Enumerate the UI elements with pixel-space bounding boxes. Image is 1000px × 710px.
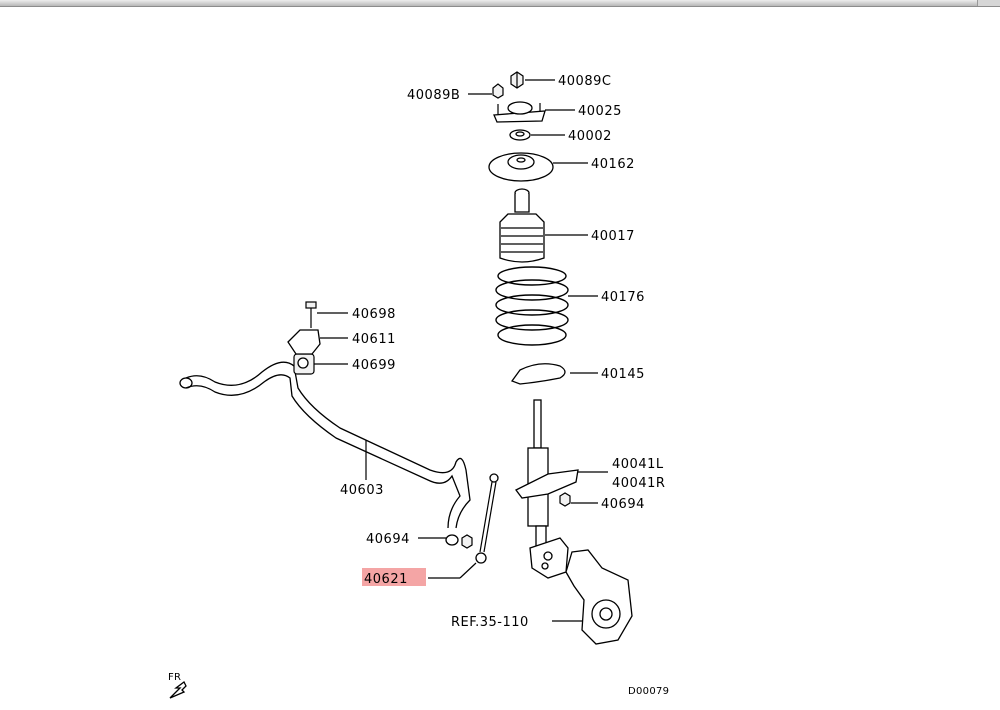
spring-pad-40145-shape bbox=[510, 363, 566, 385]
label-40041l[interactable]: 40041L bbox=[612, 457, 664, 472]
knuckle-ref-shape bbox=[565, 549, 633, 645]
bolt-40698-shape bbox=[305, 301, 317, 328]
bearing-40002-shape bbox=[509, 129, 531, 141]
label-40176[interactable]: 40176 bbox=[601, 290, 645, 305]
diagram-code: D00079 bbox=[628, 686, 669, 697]
coil-spring-40176-shape bbox=[495, 266, 569, 346]
leader-lines bbox=[314, 79, 608, 622]
nut-40089c-shape bbox=[510, 71, 524, 89]
front-direction-arrow-icon bbox=[169, 681, 187, 699]
label-40089b[interactable]: 40089B bbox=[407, 88, 460, 103]
stabilizer-bar-40603-shape bbox=[179, 361, 471, 546]
label-40603[interactable]: 40603 bbox=[340, 483, 384, 498]
label-40025[interactable]: 40025 bbox=[578, 104, 622, 119]
window-title-bar bbox=[0, 0, 1000, 7]
highlight-40621 bbox=[362, 568, 426, 586]
label-40694-link[interactable]: 40694 bbox=[366, 532, 410, 547]
label-40017[interactable]: 40017 bbox=[591, 229, 635, 244]
label-40694-strut[interactable]: 40694 bbox=[601, 497, 645, 512]
label-40002[interactable]: 40002 bbox=[568, 129, 612, 144]
label-40699[interactable]: 40699 bbox=[352, 358, 396, 373]
label-40698[interactable]: 40698 bbox=[352, 307, 396, 322]
spring-seat-40162-shape bbox=[488, 152, 554, 182]
label-ref-35-110[interactable]: REF.35-110 bbox=[451, 615, 529, 630]
label-40621[interactable]: 40621 bbox=[364, 572, 408, 587]
label-40162[interactable]: 40162 bbox=[591, 157, 635, 172]
scrollbar-corner[interactable] bbox=[977, 0, 1000, 6]
bracket-40611-shape bbox=[287, 329, 321, 355]
dust-boot-40017-shape bbox=[499, 188, 545, 263]
bushing-40699-shape bbox=[293, 353, 315, 375]
label-40041r[interactable]: 40041R bbox=[612, 476, 665, 491]
stabilizer-link-40621-shape bbox=[461, 473, 499, 564]
label-40611[interactable]: 40611 bbox=[352, 332, 396, 347]
label-40145[interactable]: 40145 bbox=[601, 367, 645, 382]
upper-mount-40025-shape bbox=[493, 101, 546, 123]
strut-body-shape bbox=[515, 399, 579, 579]
direction-label: FR bbox=[168, 672, 181, 683]
label-40089c[interactable]: 40089C bbox=[558, 74, 611, 89]
nut-40089b-shape bbox=[492, 83, 504, 99]
